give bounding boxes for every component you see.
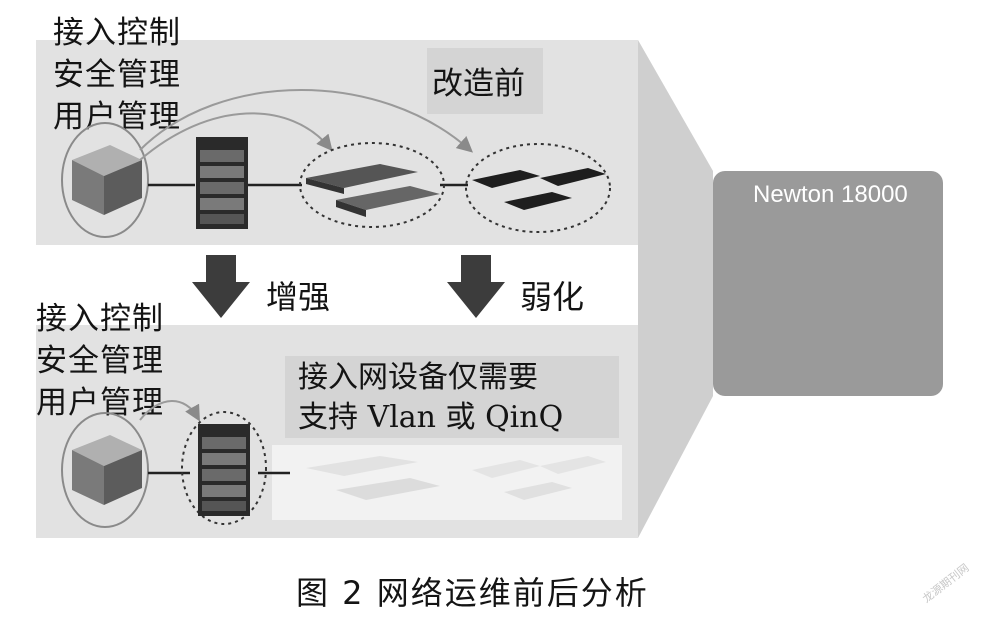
top-curve-arrow-1 [139, 89, 473, 153]
top-function-user: 用户管理 [53, 99, 181, 135]
top-label: 改造前 [432, 66, 525, 102]
down-arrow-right [447, 255, 505, 318]
bottom-faded-agg-2 [336, 478, 440, 500]
bottom-function-user: 用户管理 [36, 385, 164, 421]
top-access-circle [465, 143, 611, 233]
top-label-box [427, 48, 543, 114]
zoom-trapezoid [638, 40, 713, 538]
bottom-server-circle [61, 412, 149, 528]
bottom-faded-access-2 [540, 456, 606, 474]
bottom-function-access-control: 接入控制 [36, 301, 164, 337]
bottom-label: 接入网设备仅需要 支持 Vlan 或 QinQ [298, 358, 563, 438]
bottom-label-line1: 接入网设备仅需要 [298, 360, 538, 395]
top-agg-circle [299, 142, 445, 228]
bottom-faded-access-3 [504, 482, 572, 500]
product-card: Newton 18000 [713, 171, 943, 396]
bottom-server-icon [72, 435, 142, 505]
bottom-core-circle [181, 411, 267, 525]
bottom-function-security: 安全管理 [36, 343, 164, 379]
bottom-faded-access-1 [472, 460, 540, 478]
bottom-label-box [285, 356, 619, 438]
arrow-label-weaken: 弱化 [520, 278, 585, 316]
top-access-switch-3 [504, 192, 572, 210]
bottom-label-line2: 支持 Vlan 或 QinQ [298, 400, 564, 435]
bottom-core-chassis [198, 424, 250, 516]
product-name: Newton 18000 [753, 181, 908, 208]
top-agg-switch-2 [336, 186, 440, 217]
top-core-chassis [196, 137, 248, 229]
bottom-functions: 接入控制 安全管理 用户管理 [36, 298, 164, 424]
faded-switch-area [272, 445, 622, 520]
bottom-curve-arrow [139, 400, 200, 422]
top-server-circle [61, 122, 149, 238]
top-access-switch-2 [540, 168, 606, 186]
top-agg-switch-1 [306, 164, 418, 194]
arrow-label-enhance: 增强 [266, 278, 331, 316]
top-functions: 接入控制 安全管理 用户管理 [53, 12, 181, 138]
bottom-faded-agg-1 [306, 456, 418, 476]
top-function-access-control: 接入控制 [53, 15, 181, 51]
top-server-icon [72, 145, 142, 215]
top-access-switch-1 [472, 170, 540, 188]
top-curve-arrow-2 [139, 112, 333, 161]
down-arrow-left [192, 255, 250, 318]
figure-caption: 图 2 网络运维前后分析 [296, 574, 649, 612]
top-function-security: 安全管理 [53, 57, 181, 93]
